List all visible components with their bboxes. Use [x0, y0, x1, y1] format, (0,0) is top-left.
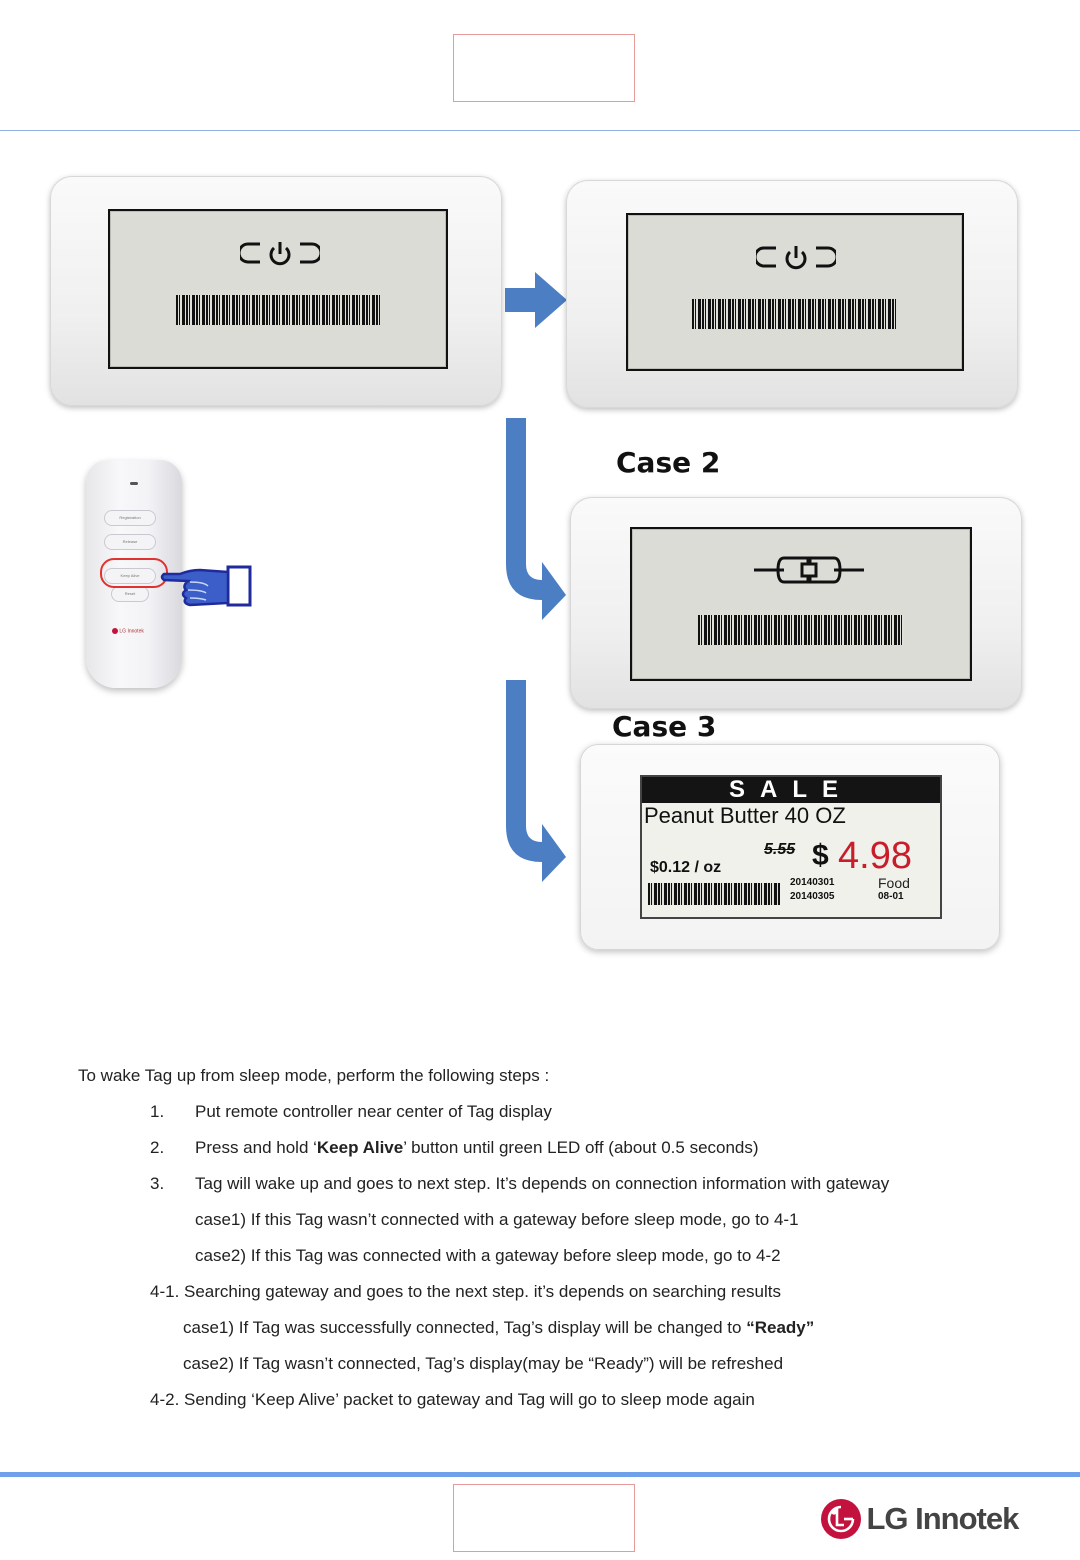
lg-logo-icon [112, 628, 118, 634]
footer-placeholder-box [453, 1484, 635, 1552]
step-4-1-case2: case2) If Tag wasn’t connected, Tag’s di… [183, 1354, 784, 1373]
step-number: 2. [150, 1138, 165, 1157]
case3-label: Case 3 [612, 710, 717, 743]
barcode [692, 299, 896, 329]
old-price: 5.55 [764, 841, 796, 858]
step-text: Press and hold ‘ [195, 1138, 317, 1157]
arrow-case3-icon [506, 680, 566, 882]
tag-screen [626, 213, 964, 371]
header-placeholder-box [453, 34, 635, 102]
esl-tag-sleep [50, 176, 502, 406]
step-number: 1. [150, 1102, 165, 1121]
led-indicator [130, 482, 138, 485]
step-text: Put remote controller near center of Tag… [195, 1102, 552, 1121]
highlight-circle [100, 558, 168, 588]
power-icon [756, 246, 836, 270]
logo-text: LG Innotek [866, 1501, 1019, 1536]
sale-screen: SALE Peanut Butter 40 OZ $0.12 / oz 5.55… [640, 775, 942, 919]
barcode [698, 615, 904, 645]
connector-icon [754, 556, 864, 584]
footer-rule [0, 1472, 1080, 1477]
sale-price: 4.98 [838, 835, 912, 877]
esl-tag-sleep-2 [566, 180, 1018, 408]
category: Food [878, 875, 910, 891]
release-button: Release [104, 534, 156, 550]
step-4-1: 4-1. Searching gateway and goes to the n… [150, 1282, 781, 1301]
step-text: case1) If Tag was successfully connected… [183, 1318, 747, 1337]
step-3: 3. Tag will wake up and goes to next step… [150, 1174, 889, 1194]
date-1: 20140301 [790, 877, 835, 888]
category-code: 08-01 [878, 891, 904, 902]
step-number: 3. [150, 1174, 165, 1193]
step-3-case2: case2) If this Tag was connected with a … [195, 1246, 781, 1265]
intro-text: To wake Tag up from sleep mode, perform … [78, 1066, 550, 1085]
sale-barcode [648, 883, 780, 905]
step-4-2: 4-2. Sending ‘Keep Alive’ packet to gate… [150, 1390, 755, 1409]
arrow-case2-icon [506, 418, 566, 620]
remote-logo: LG Innotek [112, 628, 144, 634]
esl-tag-connecting [570, 497, 1022, 709]
remote-brand: LG Innotek [119, 628, 144, 635]
tag-screen [630, 527, 972, 681]
product-name: Peanut Butter 40 OZ [644, 803, 846, 828]
currency-symbol: $ [812, 839, 829, 872]
step-text: Tag will wake up and goes to next step. … [195, 1174, 890, 1193]
pointing-hand-icon [160, 565, 252, 607]
step-text: ’ button until green LED off (about 0.5 … [403, 1138, 759, 1157]
step-2: 2. Press and hold ‘Keep Alive’ button unt… [150, 1138, 759, 1158]
lg-logo-icon [821, 1499, 861, 1539]
header-rule [0, 130, 1080, 131]
power-icon [240, 242, 320, 266]
case2-label: Case 2 [616, 446, 721, 479]
sale-banner: SALE [642, 777, 940, 803]
esl-tag-sale: SALE Peanut Butter 40 OZ $0.12 / oz 5.55… [580, 744, 1000, 950]
reset-button: Reset [111, 586, 149, 602]
step-1: 1. Put remote controller near center of T… [150, 1102, 552, 1122]
step-4-1-case1: case1) If Tag was successfully connected… [183, 1318, 814, 1338]
step-3-case1: case1) If this Tag wasn’t connected with… [195, 1210, 799, 1229]
date-2: 20140305 [790, 891, 835, 902]
barcode [176, 295, 380, 325]
tag-screen [108, 209, 448, 369]
lg-innotek-logo: LG Innotek [820, 1498, 1019, 1542]
keep-alive-emphasis: Keep Alive [316, 1138, 404, 1157]
ready-emphasis: “Ready” [746, 1318, 815, 1337]
registration-button: Registration [104, 510, 156, 526]
arrow-right-icon [505, 272, 567, 328]
unit-price: $0.12 / oz [650, 859, 722, 876]
